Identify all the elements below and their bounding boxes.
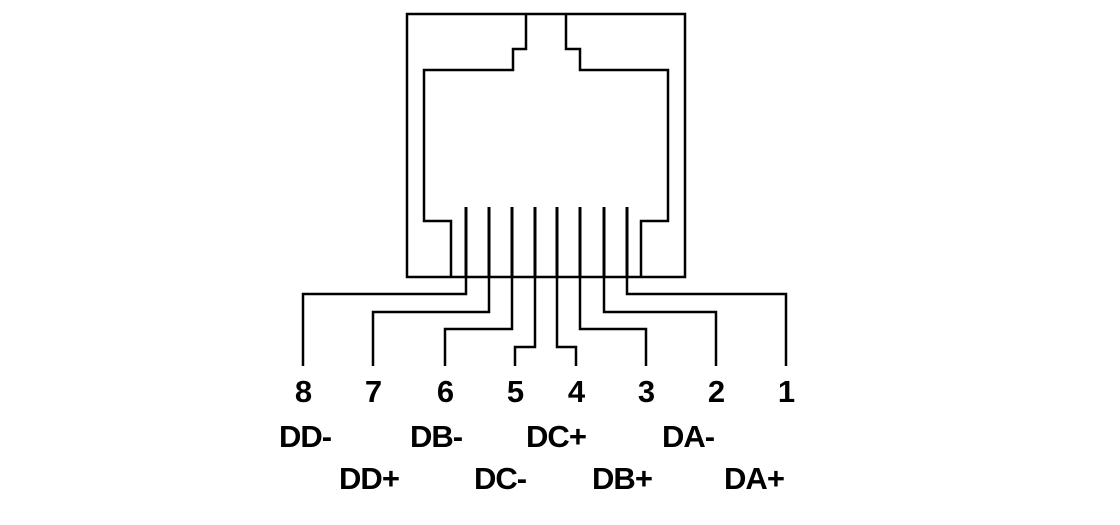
wire-pin-6 xyxy=(443,277,514,366)
signal-label-dc-plus: DC+ xyxy=(526,419,586,454)
wire-pin-3 xyxy=(578,277,648,366)
signal-label-db-minus: DB- xyxy=(410,419,463,454)
wire-pin-2 xyxy=(602,277,718,366)
pin-number-labels: 8 7 6 5 4 3 2 1 xyxy=(295,374,796,409)
signal-label-db-plus: DB+ xyxy=(592,461,652,496)
pin-number-2: 2 xyxy=(708,374,724,409)
pin-number-4: 4 xyxy=(568,374,586,409)
signal-label-dc-minus: DC- xyxy=(474,461,527,496)
pin-number-7: 7 xyxy=(365,374,381,409)
wire-pin-7 xyxy=(371,277,491,366)
signal-label-dd-minus: DD- xyxy=(279,419,332,454)
signal-label-da-minus: DA- xyxy=(662,419,715,454)
pin-number-1: 1 xyxy=(778,374,795,409)
signal-label-dd-plus: DD+ xyxy=(339,461,399,496)
pin-number-5: 5 xyxy=(507,374,524,409)
wire-pin-1 xyxy=(625,277,788,366)
signal-labels: DD- DD+ DB- DC- DC+ DB+ DA- DA+ xyxy=(279,419,785,496)
signal-label-da-plus: DA+ xyxy=(724,461,784,496)
connector-housing xyxy=(405,12,687,279)
wire-pin-8 xyxy=(301,277,468,366)
pin-number-6: 6 xyxy=(437,374,454,409)
wire-pin-4 xyxy=(555,277,578,366)
pin-number-3: 3 xyxy=(638,374,655,409)
housing-outline xyxy=(405,12,687,279)
pin-wires xyxy=(301,207,788,366)
pin-number-8: 8 xyxy=(295,374,312,409)
wire-pin-5 xyxy=(513,277,537,366)
housing-cavity xyxy=(422,14,670,277)
